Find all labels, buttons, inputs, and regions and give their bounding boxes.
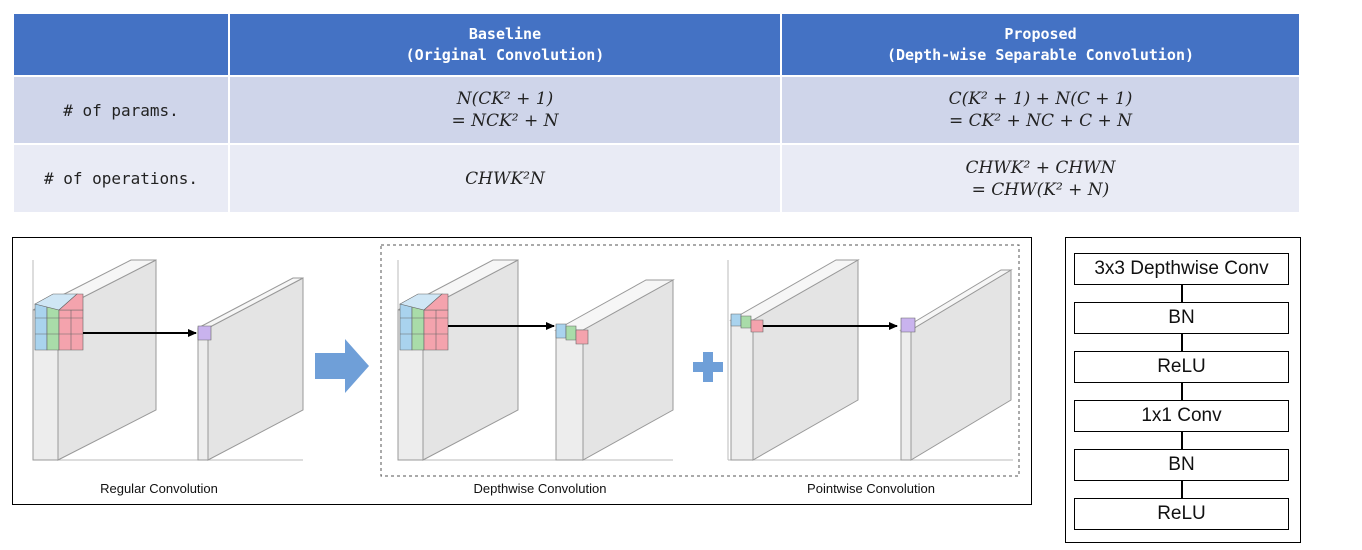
layer-bn-2: BN (1074, 449, 1289, 481)
layer-connector (1181, 334, 1183, 351)
row-ops-proposed: CHWK² + CHWN= CHW(K² + N) (782, 145, 1299, 212)
regular-output-voxel (197, 325, 212, 341)
caption-pointwise: Pointwise Convolution (807, 481, 935, 496)
layer-bn-1: BN (1074, 302, 1289, 334)
convolution-diagram (32, 244, 1020, 477)
separable-group-box (380, 244, 1020, 477)
layer-relu-1: ReLU (1074, 351, 1289, 383)
header-baseline: Baseline (Original Convolution) (230, 14, 780, 75)
header-proposed: Proposed (Depth-wise Separable Convolutio… (782, 14, 1299, 75)
header-proposed-title: Proposed (1004, 24, 1077, 43)
params-proposed-line1: C(K² + 1) + N(C + 1) (948, 89, 1133, 109)
depthwise-kernel-cube (399, 293, 449, 351)
pointwise-output-slab (899, 269, 1013, 461)
caption-regular: Regular Convolution (100, 481, 218, 496)
layer-connector (1181, 383, 1183, 400)
row-params-proposed: C(K² + 1) + N(C + 1)= CK² + NC + C + N (782, 77, 1299, 143)
layer-depthwise-conv: 3x3 Depthwise Conv (1074, 253, 1289, 285)
row-params-label: # of params. (14, 77, 228, 143)
convolution-figure: Regular Convolution Depthwise Convolutio… (12, 237, 1032, 505)
params-baseline-line1: N(CK² + 1) (456, 89, 554, 109)
row-ops-baseline: CHWK²N (230, 145, 780, 212)
comparison-table: Baseline (Original Convolution) Proposed (… (14, 14, 1299, 212)
pointwise-input-slab (729, 259, 860, 461)
params-proposed-line2: = CK² + NC + C + N (948, 111, 1133, 131)
plus-icon (693, 352, 723, 382)
layer-stack: 3x3 Depthwise Conv BN ReLU 1x1 Conv BN R… (1065, 237, 1301, 543)
layer-connector (1181, 481, 1183, 498)
params-baseline-line2: = NCK² + N (451, 111, 559, 131)
pointwise-kernel (730, 313, 764, 333)
header-proposed-subtitle: (Depth-wise Separable Convolution) (886, 45, 1195, 64)
pointwise-output-voxel (900, 317, 916, 333)
right-arrow-icon (315, 339, 369, 393)
depthwise-output-voxels (555, 323, 589, 345)
row-params-baseline: N(CK² + 1)= NCK² + N (230, 77, 780, 143)
ops-proposed-line2: = CHW(K² + N) (971, 179, 1110, 200)
header-baseline-title: Baseline (468, 24, 542, 43)
header-baseline-subtitle: (Original Convolution) (405, 45, 605, 64)
depthwise-output-slab (554, 279, 675, 461)
layer-relu-2: ReLU (1074, 498, 1289, 530)
layer-connector (1181, 285, 1183, 302)
depthwise-input-slab (397, 259, 519, 461)
row-ops-label: # of operations. (14, 145, 228, 212)
ops-baseline-line1: CHWK²N (465, 168, 545, 189)
regular-output-slab (197, 277, 304, 461)
ops-proposed-line1: CHWK² + CHWN (965, 157, 1116, 178)
regular-kernel-cube (34, 293, 84, 351)
caption-depthwise: Depthwise Convolution (473, 481, 607, 496)
header-corner (14, 14, 228, 75)
layer-pointwise-conv: 1x1 Conv (1074, 400, 1289, 432)
regular-input-slab (32, 259, 157, 461)
layer-connector (1181, 432, 1183, 449)
